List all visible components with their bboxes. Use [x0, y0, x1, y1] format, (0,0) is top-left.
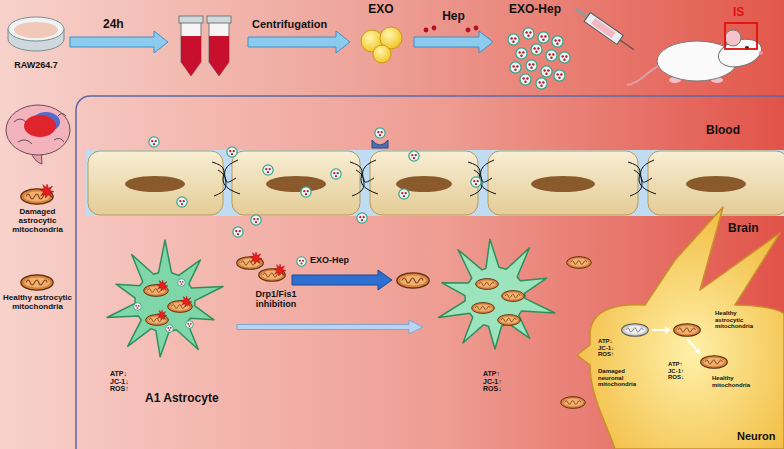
blood-vessel [85, 140, 784, 216]
legend-mitochondria [21, 184, 54, 290]
drp1-fis1-arrow [237, 252, 429, 290]
brain-icon [6, 105, 70, 164]
mouse-model: IS [625, 3, 780, 91]
exo-hep-group: EXO-Hep [495, 3, 577, 91]
centrifuge-tubes [179, 16, 231, 76]
a1-astrocyte: ATP↓ JC-1↓ ROS↑ A1 Astrocyte [95, 232, 235, 422]
exosome-label: EXO [352, 3, 410, 16]
edge-label: Hep [442, 10, 465, 23]
stroke-site-label: IS [733, 6, 744, 19]
healthy-astrocyte-shape [425, 232, 565, 422]
syringe [572, 4, 637, 54]
cell-title: Neuron [737, 430, 776, 442]
mouse-model-shape [625, 3, 780, 91]
exo-hep-label: EXO-Hep [495, 3, 575, 16]
transferred-mitochondria [561, 257, 592, 409]
petri-dish-shape [5, 5, 69, 85]
heparin-dots [424, 26, 479, 33]
cell-title: A1 Astrocyte [145, 392, 219, 405]
petri-dish: RAW264.7 [5, 5, 69, 85]
step-label: Centrifugation [252, 18, 327, 30]
exosome-group: EXO [352, 3, 412, 65]
legend-text: Healthy astrocytic mitochondria [2, 294, 73, 312]
metric-list: ATP↓ JC-1↓ ROS↑ [598, 338, 622, 358]
healthy-astrocyte: ATP↑ JC-1↑ ROS↓ [425, 232, 565, 422]
mechanism-label: Drp1/Fis1 inhibition [247, 290, 305, 310]
mito-label: Healthy mitochondria [712, 375, 756, 388]
cell-line-label: RAW264.7 [5, 61, 67, 71]
process-arrow [414, 31, 493, 53]
exo-hep-group-shape [495, 3, 577, 91]
exo-hep-particles [149, 128, 481, 266]
region-label: Blood [706, 124, 740, 137]
metric-list: ATP↓ JC-1↓ ROS↑ [110, 370, 136, 393]
brain-panel [76, 96, 784, 449]
time-label: 24h [103, 18, 124, 31]
transition-arrow [237, 320, 423, 334]
mito-label: Damaged neuronal mitochondria [598, 368, 642, 388]
metric-list: ATP↑ JC-1↑ ROS↓ [483, 370, 509, 393]
agent-label: EXO-Hep [310, 256, 349, 266]
legend-text: Damaged astrocytic mitochondria [2, 208, 73, 234]
metric-list: ATP↑ JC-1↑ ROS↓ [668, 361, 692, 381]
mito-label: Healthy astrocytic mitochondria [715, 310, 757, 330]
region-label: Brain [728, 222, 759, 235]
neuron: ATP↓ JC-1↓ ROS↑ Damaged neuronal mitochon… [575, 205, 784, 449]
